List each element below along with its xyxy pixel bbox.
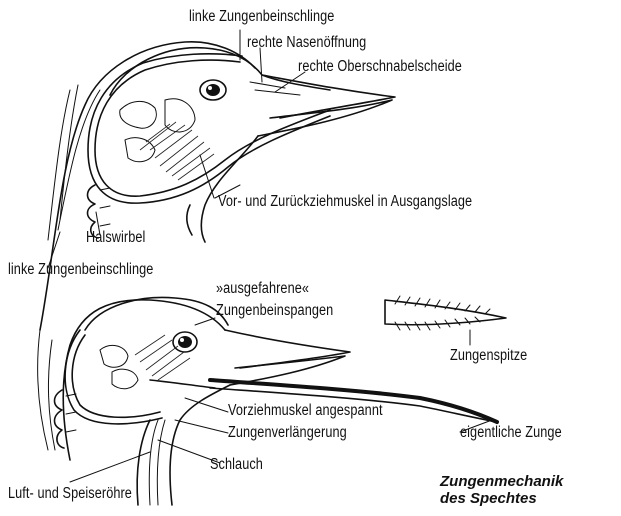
- label-extended-clasps-line2: Zungenbeinspangen: [216, 302, 333, 320]
- label-protractor-muscle: Vorziehmuskel angespannt: [228, 402, 383, 420]
- label-neck-vertebra: Halswirbel: [86, 229, 145, 247]
- label-airway-esophagus: Luft- und Speiseröhre: [8, 485, 132, 503]
- label-extended-clasps-line1: »ausgefahrene«: [216, 280, 309, 298]
- tongue-tip-detail: [385, 296, 506, 330]
- label-left-tongue-loop-top: linke Zungenbeinschlinge: [189, 8, 334, 26]
- label-left-tongue-loop-mid: linke Zungenbeinschlinge: [8, 261, 153, 279]
- label-tongue-tip: Zungenspitze: [450, 347, 527, 365]
- label-sheath-tube: Schlauch: [210, 456, 263, 474]
- label-tongue-extension: Zungenverlängerung: [228, 424, 347, 442]
- label-actual-tongue: eigentliche Zunge: [460, 424, 562, 442]
- label-retractor-muscle: Vor- und Zurückziehmuskel in Ausgangslag…: [218, 193, 472, 211]
- caption-line-2: des Spechtes: [440, 491, 537, 507]
- label-right-upper-beak-sheath: rechte Oberschnabelscheide: [298, 58, 462, 76]
- caption-line-1: Zungenmechanik: [440, 474, 563, 490]
- label-right-nostril: rechte Nasenöffnung: [247, 34, 366, 52]
